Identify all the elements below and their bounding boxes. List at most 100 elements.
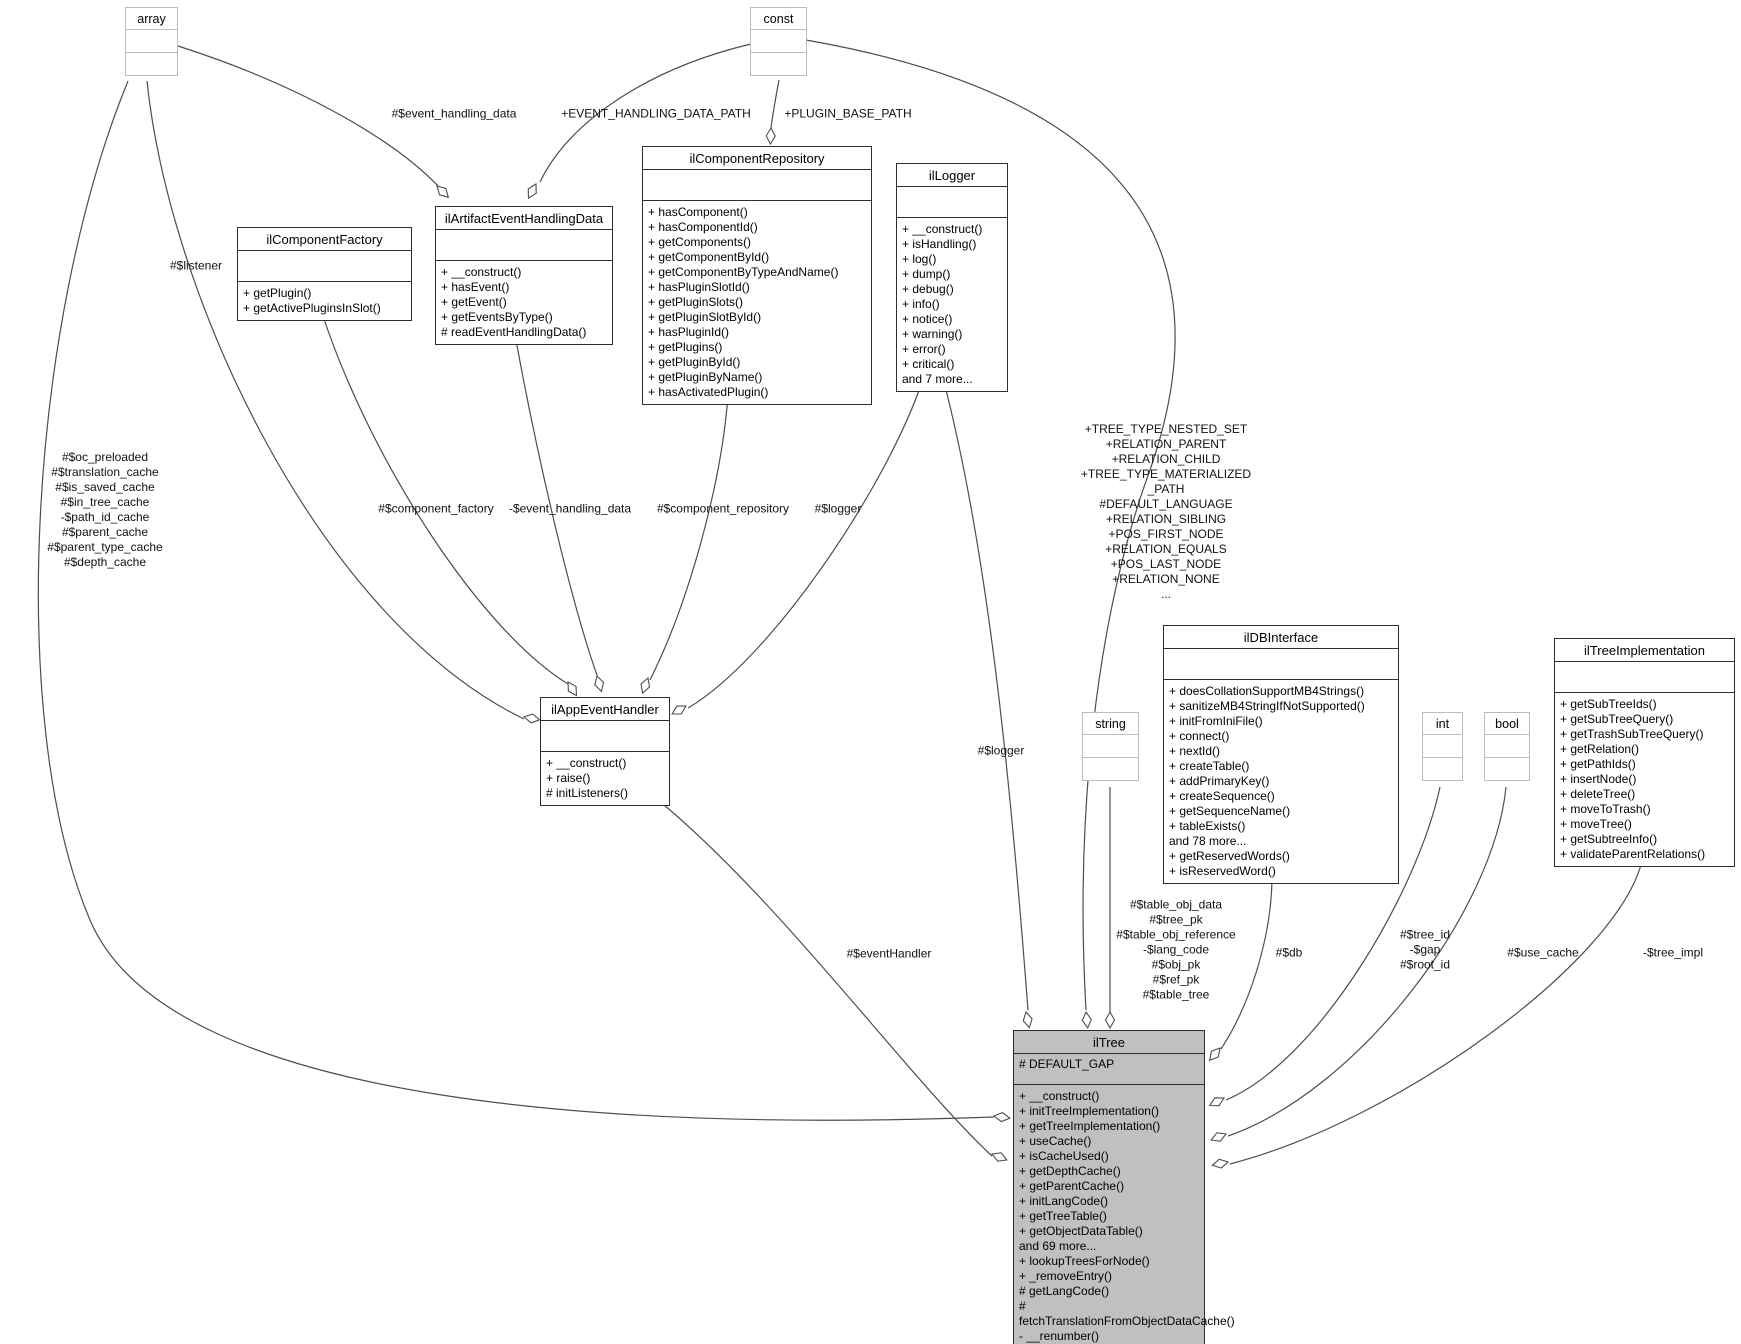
class-title: ilTree	[1014, 1031, 1204, 1054]
attributes-compartment	[643, 170, 871, 201]
methods-compartment	[1083, 757, 1138, 780]
edge-label-db: #$db	[1275, 945, 1303, 960]
methods-compartment: + __construct() + initTreeImplementation…	[1019, 1089, 1235, 1343]
aggregation-diamond	[765, 126, 776, 146]
edge-bool-to-iltree	[1227, 786, 1507, 1137]
class-title: const	[751, 8, 806, 30]
edge-label-tree-id-fields: #$tree_id -$gap #$root_id	[1399, 927, 1451, 972]
methods-compartment: + hasComponent() + hasComponentId() + ge…	[648, 205, 839, 399]
edge-label-event-handling-data-path: +EVENT_HANDLING_DATA_PATH	[561, 106, 751, 121]
edge-int-to-iltree	[1225, 786, 1441, 1101]
attributes-compartment	[1423, 735, 1462, 757]
class-title: int	[1423, 713, 1462, 735]
edge-array-to-iltree	[37, 80, 995, 1121]
methods-compartment	[126, 52, 177, 75]
aggregation-diamond	[671, 705, 687, 715]
edge-label-tree-impl: -$tree_impl	[1642, 945, 1704, 960]
edge-const-to-ilartifacteventhandlingdata	[539, 43, 752, 183]
class-title: ilComponentRepository	[643, 147, 871, 170]
attributes-compartment	[751, 30, 806, 52]
methods-compartment	[1423, 757, 1462, 780]
edge-label-tree-constants: +TREE_TYPE_NESTED_SET +RELATION_PARENT +…	[1080, 422, 1252, 601]
class-title: bool	[1485, 713, 1529, 735]
class-title: ilTreeImplementation	[1555, 639, 1734, 662]
aggregation-diamond	[1104, 1010, 1116, 1030]
attributes-compartment	[1485, 735, 1529, 757]
edge-label-event-handler: #$eventHandler	[846, 946, 932, 961]
class-box-const: const	[750, 7, 807, 76]
methods-compartment: + __construct() + raise() # initListener…	[546, 756, 629, 800]
class-box-ilcomponentrepository[interactable]: ilComponentRepository + hasComponent() +…	[642, 146, 872, 405]
edge-label-array-caches: #$oc_preloaded #$translation_cache #$is_…	[47, 450, 163, 569]
edge-ilcomponentfactory-to-ilappeventhandler	[321, 312, 569, 685]
aggregation-diamond	[1211, 1158, 1230, 1169]
edge-label-logger-handler: #$logger	[814, 501, 862, 516]
class-box-string: string	[1082, 712, 1139, 781]
attributes-compartment	[1164, 649, 1398, 680]
methods-compartment: + getPlugin() + getActivePluginsInSlot()	[243, 286, 381, 315]
methods-compartment	[1485, 757, 1529, 780]
edge-label-event-handling-data-member: -$event_handling_data	[508, 501, 632, 516]
edge-array-to-ilartifacteventhandlingdata	[177, 45, 441, 189]
class-box-bool: bool	[1484, 712, 1530, 781]
edge-label-component-repository: #$component_repository	[656, 501, 790, 516]
class-title: ilLogger	[897, 164, 1007, 187]
attributes-compartment	[1083, 735, 1138, 757]
class-box-iltree[interactable]: ilTree # DEFAULT_GAP + __construct() + i…	[1013, 1030, 1235, 1344]
class-title: ilAppEventHandler	[541, 698, 669, 721]
methods-compartment	[751, 52, 806, 75]
methods-compartment: + __construct() + hasEvent() + getEvent(…	[441, 265, 587, 339]
edge-label-logger-tree: #$logger	[977, 743, 1025, 758]
attributes-compartment	[541, 721, 669, 752]
edge-ildbinterface-to-iltree	[1220, 874, 1273, 1050]
aggregation-diamond	[1208, 1047, 1221, 1062]
methods-compartment: + doesCollationSupportMB4Strings() + san…	[1169, 684, 1365, 878]
attributes-compartment	[238, 251, 411, 282]
edge-label-plugin-base-path: +PLUGIN_BASE_PATH	[784, 106, 912, 121]
edge-label-table-fields: #$table_obj_data #$tree_pk #$table_obj_r…	[1116, 897, 1236, 1002]
class-box-ildbinterface[interactable]: ilDBInterface + doesCollationSupportMB4S…	[1163, 625, 1399, 884]
class-box-illogger[interactable]: ilLogger + __construct() + isHandling() …	[896, 163, 1008, 392]
edge-const-to-ilcomponentrepository	[770, 79, 780, 129]
attributes-compartment	[126, 30, 177, 52]
edge-illogger-to-iltree	[943, 381, 1029, 1011]
aggregation-diamond	[1081, 1010, 1092, 1030]
class-box-ilartifacteventhandlingdata[interactable]: ilArtifactEventHandlingData + __construc…	[435, 206, 613, 345]
edge-iltreeimplementation-to-iltree	[1229, 860, 1643, 1165]
class-box-iltreeimplementation[interactable]: ilTreeImplementation + getSubTreeIds() +…	[1554, 638, 1735, 867]
aggregation-diamond	[1210, 1132, 1228, 1142]
edge-ilartifacteventhandlingdata-to-ilappeventhandler	[515, 339, 599, 679]
aggregation-diamond	[567, 681, 578, 697]
edge-array-to-ilappeventhandler	[146, 80, 525, 720]
methods-compartment: + getSubTreeIds() + getSubTreeQuery() + …	[1560, 697, 1706, 861]
aggregation-diamond	[436, 185, 450, 199]
class-box-ilappeventhandler[interactable]: ilAppEventHandler + __construct() + rais…	[540, 697, 670, 806]
class-title: ilComponentFactory	[238, 228, 411, 251]
edge-label-component-factory: #$component_factory	[378, 501, 494, 516]
edge-label-event-handling-data: #$event_handling_data	[391, 106, 517, 121]
aggregation-diamond	[1022, 1010, 1033, 1029]
class-title: ilArtifactEventHandlingData	[436, 207, 612, 230]
edge-const-to-iltree	[805, 39, 1176, 1011]
class-box-ilcomponentfactory[interactable]: ilComponentFactory + getPlugin() + getAc…	[237, 227, 412, 321]
attributes-compartment: # DEFAULT_GAP	[1014, 1054, 1204, 1085]
class-title: ilDBInterface	[1164, 626, 1398, 649]
class-box-int: int	[1422, 712, 1463, 781]
aggregation-diamond	[527, 183, 537, 200]
aggregation-diamond	[990, 1152, 1008, 1162]
aggregation-diamond	[992, 1112, 1011, 1123]
class-title: string	[1083, 713, 1138, 735]
class-title: array	[126, 8, 177, 30]
aggregation-diamond	[640, 676, 651, 695]
attributes-compartment	[436, 230, 612, 261]
attributes-compartment	[1555, 662, 1734, 693]
aggregation-diamond	[522, 713, 541, 724]
edge-ilappeventhandler-to-iltree	[657, 799, 993, 1157]
aggregation-diamond	[1208, 1097, 1225, 1107]
edge-illogger-to-ilappeventhandler	[687, 381, 923, 709]
methods-compartment: + __construct() + isHandling() + log() +…	[902, 222, 983, 386]
class-box-array: array	[125, 7, 178, 76]
aggregation-diamond	[594, 674, 605, 693]
